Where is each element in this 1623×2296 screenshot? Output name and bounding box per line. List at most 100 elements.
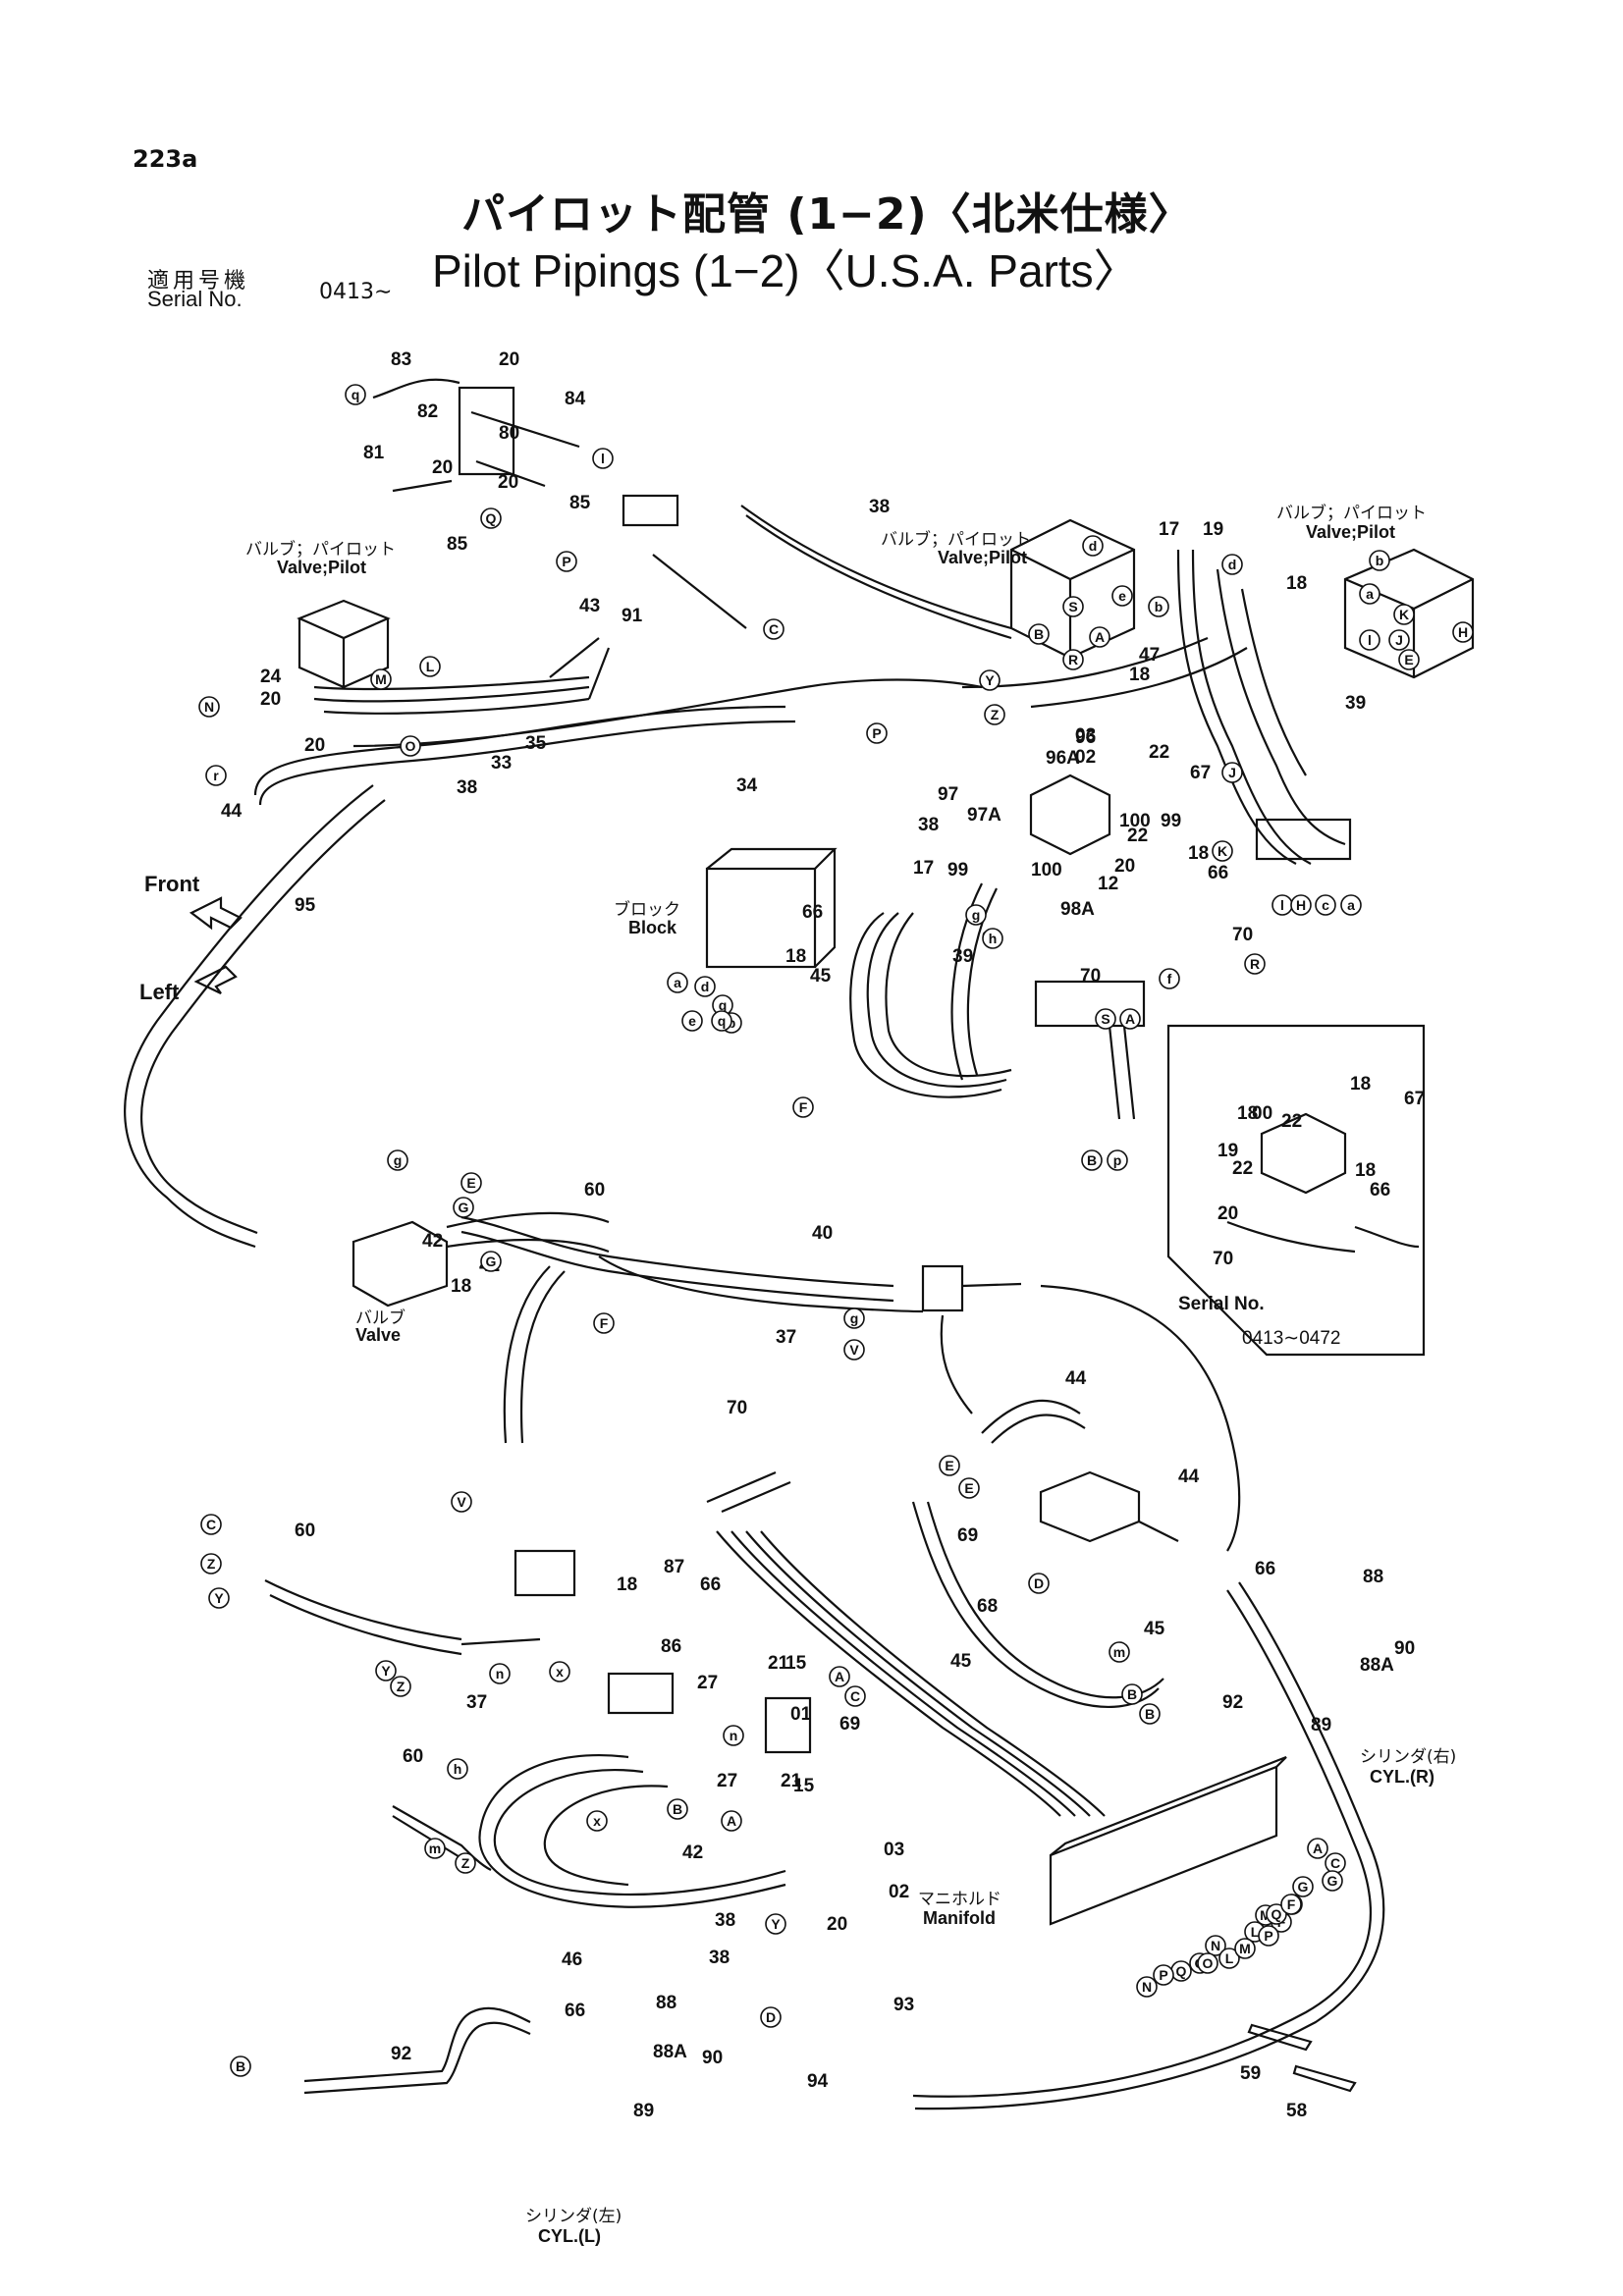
part-number-70: 70 — [1232, 925, 1253, 945]
callout-circle — [424, 1838, 446, 1859]
callout-a: a — [667, 972, 688, 993]
part-number-20: 20 — [1114, 856, 1135, 877]
part-number-70: 70 — [1213, 1249, 1233, 1269]
callout-letter: d — [701, 979, 710, 994]
part-number-60: 60 — [403, 1746, 423, 1767]
callout-circle — [765, 1913, 786, 1935]
part-number-66: 66 — [802, 902, 823, 923]
callout-letter: M — [1239, 1941, 1251, 1956]
callout-circle — [1089, 626, 1110, 648]
callout-F: F — [1280, 1894, 1302, 1915]
callout-letter: A — [835, 1669, 844, 1684]
part-number-47: 47 — [1139, 645, 1160, 666]
part-number-40: 40 — [812, 1223, 833, 1244]
callout-letter: e — [688, 1013, 696, 1029]
callout-letter: E — [466, 1175, 475, 1191]
callout-circle — [1062, 596, 1084, 617]
callout-letter: C — [769, 621, 779, 637]
callout-p: p — [1107, 1149, 1128, 1171]
callout-h: h — [447, 1758, 468, 1780]
part-number-03: 03 — [884, 1840, 904, 1860]
callout-circle — [1322, 1870, 1343, 1892]
callout-circle — [1095, 1008, 1116, 1030]
callout-circle — [1359, 583, 1380, 605]
callout-letter: Y — [214, 1590, 224, 1606]
callout-letter: P — [872, 725, 881, 741]
callout-a: a — [1359, 583, 1380, 605]
serial-value: 0413∼ — [319, 280, 393, 304]
part-number-15: 15 — [793, 1776, 815, 1796]
callout-E: E — [958, 1477, 980, 1499]
callout-letter: R — [1250, 956, 1260, 972]
callout-P: P — [1153, 1964, 1174, 1986]
callout-E: E — [939, 1455, 960, 1476]
inset-serial-range: 0413∼0472 — [1242, 1328, 1341, 1349]
callout-letter: L — [1251, 1924, 1260, 1940]
callout-letter: e — [1118, 588, 1126, 604]
callout-V: V — [451, 1491, 472, 1513]
callout-letter: L — [1225, 1950, 1234, 1966]
callout-letter: M — [1260, 1907, 1271, 1923]
callout-letter: P — [1159, 1967, 1167, 1983]
callout-l: l — [1359, 629, 1380, 651]
callout-letter: D — [1034, 1575, 1044, 1591]
callout-circle — [419, 656, 441, 677]
part-number-45: 45 — [950, 1651, 972, 1672]
callout-circle — [792, 1096, 814, 1118]
callout-a: a — [1340, 894, 1362, 916]
part-number-22: 22 — [1232, 1158, 1253, 1179]
callout-circle — [1258, 1925, 1279, 1947]
top-valve-body — [458, 386, 515, 476]
callout-letter: d — [1228, 557, 1237, 572]
callout-x: x — [586, 1810, 608, 1832]
callout-circle — [593, 1312, 615, 1334]
callout-letter: n — [496, 1666, 505, 1682]
inset-serial-label: Serial No. — [1178, 1294, 1265, 1314]
callout-S: S — [1062, 596, 1084, 617]
callout-letter: S — [1068, 599, 1077, 614]
callout-A: A — [1307, 1838, 1328, 1859]
part-number-27: 27 — [717, 1771, 737, 1791]
callout-B: B — [667, 1798, 688, 1820]
part-number-20: 20 — [260, 689, 281, 710]
callout-E: E — [1398, 649, 1420, 670]
part-number-01: 01 — [790, 1704, 812, 1725]
part-number-92: 92 — [391, 2044, 411, 2064]
serial-label-japanese: 適用号機 — [147, 269, 250, 294]
callout-Y: Y — [979, 669, 1001, 691]
lower-junction-block — [607, 1672, 675, 1715]
callout-circle — [1266, 1903, 1287, 1925]
callout-e: e — [681, 1010, 703, 1032]
part-number-38: 38 — [869, 497, 890, 517]
callout-letter: H — [1458, 624, 1468, 640]
callout-letter: G — [1298, 1879, 1309, 1895]
part-number-20: 20 — [827, 1914, 847, 1935]
callout-V: V — [843, 1339, 865, 1361]
callout-circle — [460, 1172, 482, 1194]
part-number-60: 60 — [295, 1521, 315, 1541]
inset-frame — [1166, 1024, 1426, 1357]
valve-pilot-label-jp-center: バルブ；パイロット — [881, 530, 1031, 550]
callout-r: r — [205, 765, 227, 786]
callout-letter: B — [1127, 1686, 1137, 1702]
part-number-18: 18 — [1188, 843, 1209, 864]
callout-circle — [763, 618, 784, 640]
callout-circle — [965, 904, 987, 926]
block-body — [705, 867, 817, 969]
part-number-18: 18 — [1350, 1074, 1371, 1095]
callout-letter: J — [1395, 632, 1403, 648]
callout-letter: g — [394, 1152, 403, 1168]
left-arrow — [193, 965, 238, 994]
callout-letter: G — [1327, 1873, 1338, 1889]
callout-letter: P — [1264, 1928, 1272, 1944]
callout-q: q — [345, 384, 366, 405]
callout-letter: q — [719, 997, 728, 1013]
callout-circle — [1139, 1703, 1161, 1725]
callout-A: A — [829, 1666, 850, 1687]
callout-circle — [843, 1308, 865, 1329]
callout-circle — [1205, 1935, 1226, 1956]
callout-N: N — [1205, 1935, 1226, 1956]
callout-L: L — [419, 656, 441, 677]
block-label-jp: ブロック — [614, 900, 680, 920]
callout-letter: g — [972, 907, 981, 923]
